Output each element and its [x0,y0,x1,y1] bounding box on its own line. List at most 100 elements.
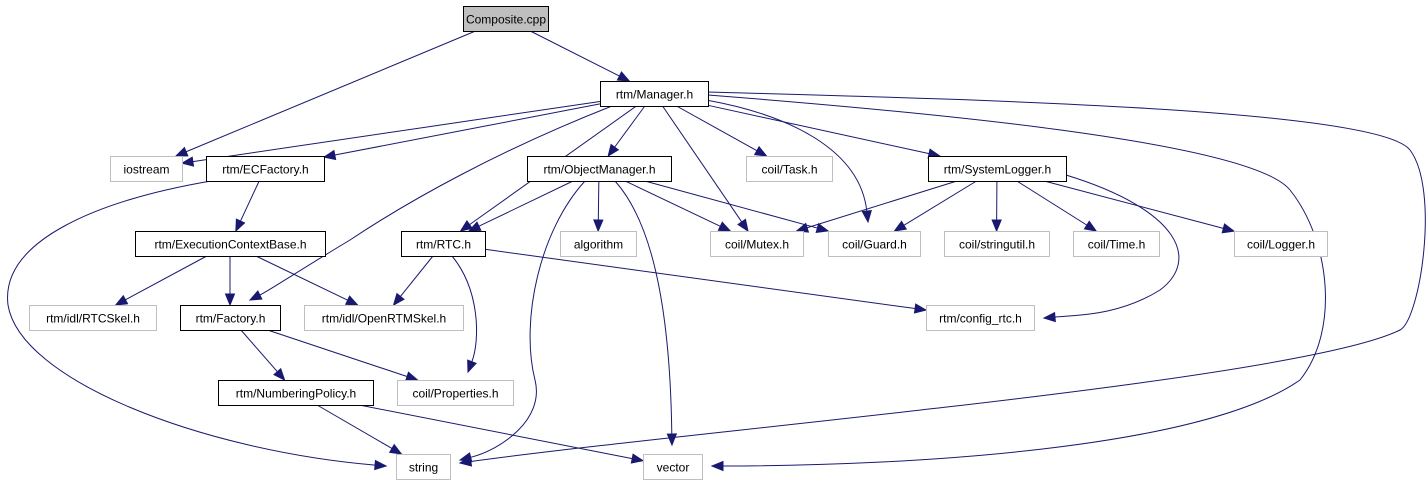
arrowhead-icon [235,218,246,233]
node-box [397,380,514,406]
node-box[interactable] [600,81,709,107]
node-box [1234,231,1328,257]
node-box[interactable] [206,156,325,182]
edge-line [707,94,1326,467]
edges-layer [7,30,1426,472]
node-label: string [409,461,438,475]
arrowhead-icon [458,452,473,463]
edge-line [662,105,743,223]
node-label: coil/Time.h [1088,238,1146,252]
edge-line [267,329,408,377]
node-factory[interactable]: rtm/Factory.h [180,305,281,331]
edge-systemlogger-to-mutex [795,180,958,233]
arrowhead-icon [344,295,359,306]
node-label: coil/Properties.h [412,387,498,401]
node-algorithm: algorithm [560,231,637,257]
edge-composite-to-iostream [174,30,476,157]
node-string: string [396,454,451,480]
arrowhead-icon [737,218,749,233]
edge-manager-to-guard [705,99,872,224]
node-vector: vector [643,454,703,480]
node-time: coil/Time.h [1073,231,1160,257]
node-ecfactory[interactable]: rtm/ECFactory.h [206,156,325,182]
edge-manager-to-objectmanager [607,105,646,158]
arrowhead-icon [248,290,263,301]
node-ecbase[interactable]: rtm/ExecutionContextBase.h [135,231,326,257]
edge-line [676,105,758,152]
node-objectmanager[interactable]: rtm/ObjectManager.h [527,156,672,182]
node-label: rtm/idl/RTCSkel.h [46,312,140,326]
node-label: coil/Task.h [761,163,817,177]
edge-numbering-to-string [316,404,403,455]
edge-line [255,255,348,301]
edge-rtc-to-openrtmskel [392,255,434,307]
edge-line [259,105,613,296]
edge-manager-to-factory [248,105,613,301]
node-task: coil/Task.h [746,156,833,182]
node-box [110,156,183,182]
node-numbering[interactable]: rtm/NumberingPolicy.h [218,380,374,406]
nodes-layer: Composite.cpp rtm/Manager.h iostream rtm/EC… [29,6,1328,480]
node-label: algorithm [574,238,623,252]
node-label: rtm/config_rtc.h [939,312,1022,326]
node-box [944,231,1050,257]
arrowhead-icon [467,359,477,374]
edge-line [806,180,958,229]
edge-objectmanager-to-mutex [625,180,732,232]
arrowhead-icon [322,149,337,161]
arrowhead-icon [717,221,732,232]
edge-line [185,30,476,153]
node-box[interactable] [135,231,326,257]
arrowhead-icon [991,219,1002,233]
node-configrtc: rtm/config_rtc.h [926,305,1035,331]
edge-line [240,180,260,222]
edge-systemlogger-to-time [1016,180,1098,232]
arrowhead-icon [174,146,189,157]
arrowhead-icon [753,145,768,157]
edge-line [644,180,818,229]
node-box[interactable] [463,6,549,32]
node-box[interactable] [401,231,486,257]
arrowhead-icon [913,303,928,314]
node-systemlogger[interactable]: rtm/SystemLogger.h [928,156,1067,182]
edge-line [597,180,600,221]
node-box [396,454,451,480]
node-label: rtm/Factory.h [196,312,266,326]
arrowhead-icon [616,71,631,82]
edge-line [903,180,977,226]
node-box[interactable] [928,156,1067,182]
edge-line [1016,180,1088,226]
edge-line [451,255,478,362]
node-rtc[interactable]: rtm/RTC.h [401,231,486,257]
edge-manager-to-ecfactory [322,103,601,161]
node-label: rtm/ECFactory.h [222,163,308,177]
node-label: coil/Guard.h [842,238,907,252]
edge-systemlogger-to-stringutil [991,180,1002,233]
edge-ecbase-to-openrtmskel [255,255,359,306]
edge-line [192,100,601,163]
arrowhead-icon [630,453,645,464]
edge-manager-to-systemlogger [707,104,942,159]
node-composite[interactable]: Composite.cpp [463,6,549,32]
node-stringutil: coil/stringutil.h [944,231,1050,257]
node-box[interactable] [218,380,374,406]
edge-systemlogger-to-configrtc [1042,174,1180,323]
node-manager[interactable]: rtm/Manager.h [600,81,709,107]
node-label: iostream [123,163,169,177]
node-label: rtm/RTC.h [416,238,471,252]
edge-line [614,180,673,435]
edge-line [125,255,208,301]
edge-objectmanager-to-algorithm [593,180,604,233]
edge-manager-to-iostream [180,100,601,167]
arrowhead-icon [467,221,482,232]
node-openrtmskel: rtm/idl/OpenRTMSkel.h [304,305,464,331]
node-box[interactable] [180,305,281,331]
edge-factory-to-properties [267,329,419,382]
edge-line [478,180,574,227]
node-properties: coil/Properties.h [397,380,514,406]
node-label: rtm/Manager.h [616,88,693,102]
node-label: coil/Logger.h [1247,238,1315,252]
node-box[interactable] [527,156,672,182]
arrowhead-icon [374,459,388,471]
